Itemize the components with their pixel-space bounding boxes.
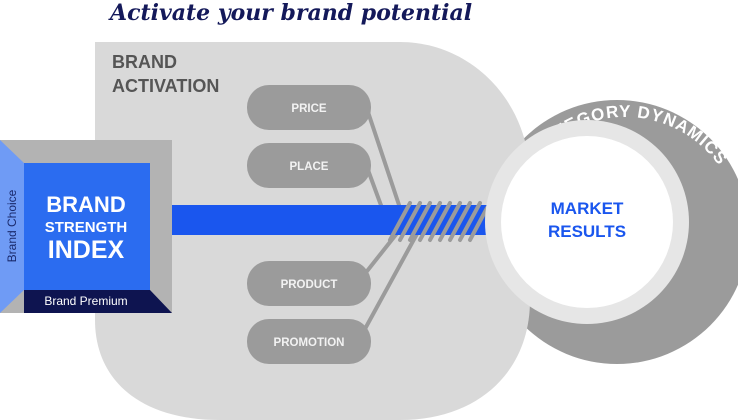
hatch-pattern xyxy=(388,201,489,242)
brand-premium-label: Brand Premium xyxy=(44,294,127,308)
lever-product[interactable]: PRODUCT xyxy=(247,261,371,306)
market-results-circle xyxy=(501,136,673,308)
page-title: Activate your brand potential xyxy=(108,0,472,26)
brand-activation-title-line1: BRAND xyxy=(112,52,177,72)
market-results-line2: RESULTS xyxy=(548,222,626,241)
lever-promotion-label: PROMOTION xyxy=(274,337,345,349)
lever-place-label: PLACE xyxy=(290,161,329,173)
market-results-line1: MARKET xyxy=(551,199,624,218)
lever-price-label: PRICE xyxy=(291,103,326,115)
brand-strength-index-box: BRAND STRENGTH INDEX Brand Choice Brand … xyxy=(0,140,172,313)
lever-promotion[interactable]: PROMOTION xyxy=(247,319,371,364)
lever-place[interactable]: PLACE xyxy=(247,143,371,188)
lever-price[interactable]: PRICE xyxy=(247,85,371,130)
brand-choice-label: Brand Choice xyxy=(5,189,19,262)
brand-activation-title-line2: ACTIVATION xyxy=(112,76,219,96)
lever-product-label: PRODUCT xyxy=(281,279,338,291)
bsi-line3: INDEX xyxy=(48,236,125,264)
bsi-line1: BRAND xyxy=(46,192,125,217)
bsi-line2: STRENGTH xyxy=(45,219,128,236)
